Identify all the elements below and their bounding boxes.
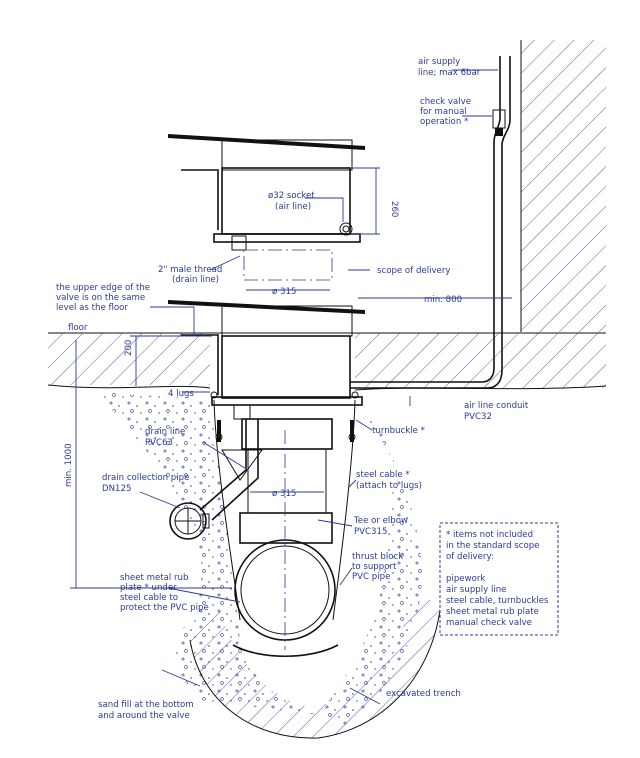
label-rub-plate-1: sheet metal rub bbox=[120, 573, 188, 583]
notes-line-5: pipework bbox=[446, 574, 485, 584]
label-rub-plate-4: protect the PVC pipe bbox=[120, 603, 209, 613]
notes-line-8: sheet metal rub plate bbox=[446, 607, 539, 617]
label-upper-edge-2: valve is on the same bbox=[56, 293, 145, 303]
leader-lines bbox=[139, 69, 498, 705]
label-male-thread-1: 2" male thread bbox=[158, 265, 222, 275]
air-supply-line bbox=[350, 56, 511, 389]
label-sand-fill-2: and around the valve bbox=[98, 711, 190, 721]
label-lugs: 4 lugs bbox=[168, 389, 194, 399]
label-dia-315-top: ø 315 bbox=[272, 287, 296, 297]
label-air-line-conduit-2: PVC32 bbox=[464, 412, 492, 422]
upper-valve bbox=[168, 134, 365, 281]
label-upper-edge-1: the upper edge of the bbox=[56, 283, 150, 293]
annotation-labels: air supply line; max 6bar check valve fo… bbox=[56, 57, 549, 721]
excavated-trench bbox=[189, 590, 441, 739]
notes-line-9: manual check valve bbox=[446, 618, 532, 628]
label-tee-elbow-1: Tee or elbow bbox=[353, 516, 408, 526]
floor-slab bbox=[47, 332, 607, 391]
label-dia-315-mid: ø 315 bbox=[272, 489, 296, 499]
label-check-valve-2: for manual bbox=[420, 107, 467, 117]
notes-line-2: in the standard scope bbox=[446, 541, 539, 551]
label-air-supply-1: air supply bbox=[418, 57, 460, 67]
label-min-800: min. 800 bbox=[424, 295, 462, 305]
label-check-valve-3: operation * bbox=[420, 117, 469, 127]
label-floor: floor bbox=[68, 323, 88, 333]
label-tee-elbow-2: PVC315 bbox=[354, 527, 387, 537]
label-male-thread-2: (drain line) bbox=[172, 275, 219, 285]
label-scope-of-delivery: scope of delivery bbox=[377, 266, 450, 276]
notes-box bbox=[439, 522, 559, 636]
label-rub-plate-3: steel cable to bbox=[120, 593, 178, 603]
label-drain-line-2: PVC63 bbox=[145, 438, 173, 448]
wall bbox=[520, 40, 606, 332]
label-drain-collection-2: DN125 bbox=[102, 484, 131, 494]
installed-valve bbox=[168, 300, 365, 420]
label-dim-200: 200 bbox=[124, 340, 134, 356]
label-rub-plate-2: plate * under bbox=[120, 583, 177, 593]
label-socket-1: ø32 socket bbox=[268, 191, 315, 201]
pvc-pipe bbox=[232, 418, 339, 657]
dimension-lines bbox=[70, 167, 512, 589]
label-drain-collection-1: drain collection pipe bbox=[102, 473, 189, 483]
label-steel-cable-2: (attach to lugs) bbox=[356, 481, 422, 491]
notes-line-6: air supply line bbox=[446, 585, 506, 595]
label-thrust-block-1: thrust block bbox=[352, 552, 403, 562]
label-sand-fill-1: sand fill at the bottom bbox=[98, 700, 194, 710]
notes-line-7: steel cable, turnbuckles bbox=[446, 596, 549, 606]
label-upper-edge-3: level as the floor bbox=[56, 303, 128, 313]
label-socket-2: (air line) bbox=[275, 202, 311, 212]
label-min-1000: min. 1000 bbox=[64, 443, 74, 487]
notes-line-3: of delivery: bbox=[446, 552, 494, 562]
drain-collection-pipe bbox=[169, 502, 210, 540]
label-excavated-trench: excavated trench bbox=[386, 689, 461, 699]
steel-cables bbox=[213, 399, 356, 621]
notes-line-1: * items not included bbox=[446, 530, 533, 540]
label-dim-260: 260 bbox=[389, 201, 399, 217]
label-turnbuckle: turnbuckle * bbox=[372, 426, 426, 436]
label-steel-cable-1: steel cable * bbox=[356, 470, 410, 480]
label-air-supply-2: line; max 6bar bbox=[418, 68, 481, 78]
drain-line bbox=[199, 419, 263, 521]
label-drain-line-1: drain line bbox=[145, 427, 185, 437]
label-check-valve-1: check valve bbox=[420, 97, 471, 107]
label-air-line-conduit-1: air line conduit bbox=[464, 401, 529, 411]
label-thrust-block-2: to support bbox=[352, 562, 397, 572]
label-thrust-block-3: PVC pipe bbox=[352, 572, 390, 582]
